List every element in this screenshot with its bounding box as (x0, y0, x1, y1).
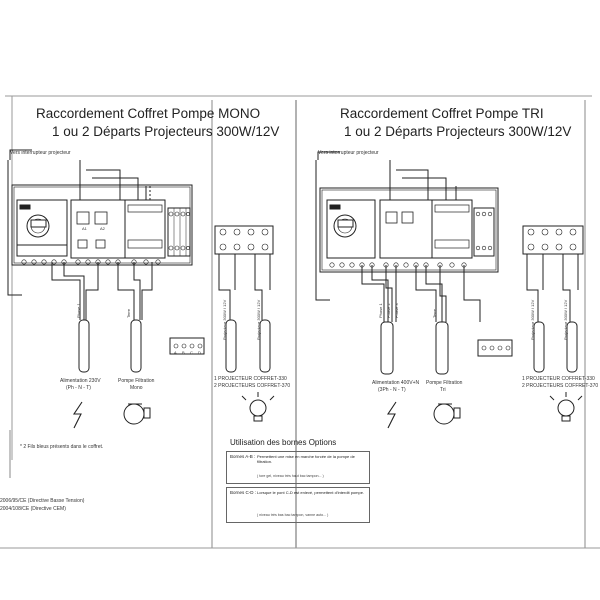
options-row-ab: Bornes A-B : Permettent une mise en marc… (226, 451, 370, 484)
left-terminal-a: A (174, 350, 177, 355)
left-note: * 2 Fils bleus présents dans le coffret. (20, 444, 104, 450)
right-label-projecteur-2: Projecteur 300W / 12V (563, 299, 568, 340)
right-proj1: 1 PROJECTEUR COFFRET-330 (522, 376, 595, 382)
left-relay-a2: A2 (100, 226, 105, 231)
right-label-phase1: Phase 1 (378, 303, 383, 318)
left-supply-sub: (Ph - N - T) (66, 385, 91, 391)
footer-line2: 2004/108/CE (Directive CEM) (0, 506, 66, 512)
left-proj2: 2 PROJECTEURS COFFRET-370 (214, 383, 291, 389)
left-label-projecteur-2: Projecteur 300W / 12V (256, 299, 261, 340)
right-title-line1: Raccordement Coffret Pompe TRI (340, 106, 544, 121)
left-pump-label: Pompe Filtration (118, 378, 155, 384)
left-pump-sub: Mono (130, 385, 143, 391)
options-key: Bornes C-D : (230, 490, 257, 495)
left-proj1: 1 PROJECTEUR COFFRET-330 (214, 376, 287, 382)
left-label-phase1: Phase 1 (76, 303, 81, 318)
options-heading: Utilisation des bornes Options (230, 438, 337, 447)
options-note: ( niveau très bas bac tampon, vanne auto… (257, 513, 329, 517)
right-supply-sub: (3Ph - N - T) (378, 387, 406, 393)
right-title-line2: 1 ou 2 Départs Projecteurs 300W/12V (344, 124, 572, 139)
left-terminal-d: D (198, 350, 201, 355)
right-proj2: 2 PROJECTEURS COFFRET-370 (522, 383, 599, 389)
footer-line1: 2006/95/CE (Directive Basse Tension) (0, 498, 85, 504)
left-relay-a1: A1 (82, 226, 87, 231)
left-terminal-b: B (182, 350, 185, 355)
left-switch-label: Vers interrupteur projecteur (10, 150, 71, 156)
right-pump-sub: Tri (440, 387, 446, 393)
right-label-phase2: Phase 2 (386, 303, 391, 318)
right-supply-label: Alimentation 400V+N (372, 380, 420, 386)
options-text: Permettent une mise en marche forcée de … (257, 454, 355, 464)
options-note: ( tore gel, niveau très haut bac tampon.… (257, 474, 324, 478)
left-supply-label: Alimentation 230V (60, 378, 101, 384)
left-label-projecteur-1: Projecteur 300W / 12V (222, 299, 227, 340)
left-title-line2: 1 ou 2 Départs Projecteurs 300W/12V (52, 124, 280, 139)
right-pump-label: Pompe Filtration (426, 380, 463, 386)
options-row-cd: Bornes C-D : Lorsque le pont C-D est enl… (226, 487, 370, 523)
options-text: Lorsque le pont C-D est enlevé, permette… (257, 490, 365, 495)
left-title-line1: Raccordement Coffret Pompe MONO (36, 106, 261, 121)
right-label-phase3: Phase 3 (394, 303, 399, 318)
right-label-projecteur-1: Projecteur 300W / 12V (530, 299, 535, 340)
options-key: Bornes A-B : (230, 454, 256, 459)
right-label-terre: Terre (432, 308, 437, 318)
options-table: Bornes A-B : Permettent une mise en marc… (226, 451, 370, 523)
left-label-terre: Terre (126, 308, 131, 318)
right-switch-label: Vers interrupteur projecteur (318, 150, 379, 156)
left-terminal-c: C (190, 350, 193, 355)
